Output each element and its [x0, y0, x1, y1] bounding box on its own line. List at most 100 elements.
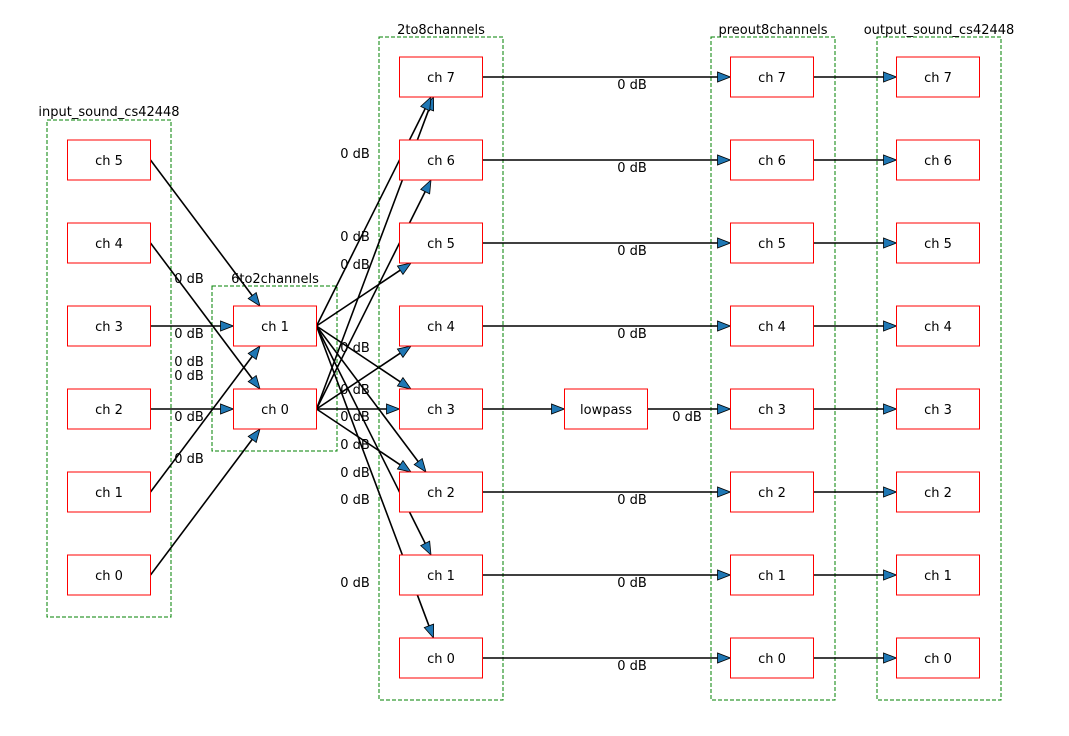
edge-line [316, 325, 401, 383]
node-label: ch 0 [427, 652, 455, 667]
node-box [896, 554, 980, 596]
node-label: ch 6 [427, 154, 455, 169]
node-label: ch 2 [95, 403, 123, 418]
edge-gain-label: 0 dB [340, 576, 370, 591]
node-box [399, 56, 483, 98]
edge-gain-label: 0 dB [340, 258, 370, 273]
node-box [233, 388, 317, 430]
edge-gain-label: 0 dB [174, 355, 204, 370]
edge-gain-label: 0 dB [340, 493, 370, 508]
node-box [896, 56, 980, 98]
node-label: ch 1 [758, 569, 786, 584]
edge-arrowhead [247, 374, 261, 390]
edge-arrowhead [717, 486, 732, 498]
edge-arrowhead [423, 623, 435, 640]
edge-arrowhead [396, 262, 412, 276]
edge-gain-label: 0 dB [340, 341, 370, 356]
edge-arrowhead [413, 457, 427, 473]
node-label: ch 0 [261, 403, 289, 418]
node-in4: ch 4 [67, 222, 151, 264]
edge-arrowhead [386, 403, 401, 415]
edge-arrowhead [220, 403, 235, 415]
edge-gain-label: 0 dB [340, 230, 370, 245]
edge-gain-label: 0 dB [617, 244, 647, 259]
node-box [67, 388, 151, 430]
edge-arrowhead [717, 320, 732, 332]
node-b0: ch 0 [399, 637, 483, 679]
node-p2: ch 2 [730, 471, 814, 513]
node-box [399, 139, 483, 181]
node-label: ch 7 [924, 71, 952, 86]
node-a1: ch 1 [233, 305, 317, 347]
edge-line [149, 242, 253, 380]
edge-arrowhead [717, 71, 732, 83]
edge-arrowhead [247, 428, 261, 444]
edge-gain-label: 0 dB [340, 438, 370, 453]
node-box [730, 471, 814, 513]
node-box [730, 56, 814, 98]
edge-gain-label: 0 dB [174, 369, 204, 384]
edge-arrowhead [247, 291, 261, 307]
node-p1: ch 1 [730, 554, 814, 596]
node-p7: ch 7 [730, 56, 814, 98]
node-box [896, 222, 980, 264]
node-o5: ch 5 [896, 222, 980, 264]
node-box [233, 305, 317, 347]
node-label: ch 6 [758, 154, 786, 169]
edge-gain-label: 0 dB [340, 383, 370, 398]
edge-gain-label: 0 dB [340, 147, 370, 162]
edge-arrowhead [220, 320, 235, 332]
edge-arrowhead [717, 237, 732, 249]
group-title-in: input_sound_cs42448 [38, 105, 179, 120]
node-box [730, 388, 814, 430]
node-label: ch 4 [95, 237, 123, 252]
node-o1: ch 1 [896, 554, 980, 596]
edge-gain-label: 0 dB [340, 466, 370, 481]
edge-gain-label: 0 dB [617, 493, 647, 508]
node-label: ch 0 [758, 652, 786, 667]
edge-arrowhead [717, 652, 732, 664]
edge-arrowhead [883, 320, 898, 332]
group-title-g62: 6to2channels [231, 272, 319, 287]
group-box-in [46, 119, 172, 618]
group-box-out [876, 36, 1002, 701]
node-b4: ch 4 [399, 305, 483, 347]
node-box [730, 139, 814, 181]
node-box [730, 222, 814, 264]
node-box [730, 637, 814, 679]
edge-gain-label: 0 dB [617, 78, 647, 93]
edge-arrowhead [551, 403, 566, 415]
edge-arrowhead [396, 459, 412, 473]
edge-arrowhead [883, 486, 898, 498]
edge-arrowhead [883, 569, 898, 581]
node-p6: ch 6 [730, 139, 814, 181]
node-box [896, 471, 980, 513]
node-box [730, 554, 814, 596]
node-lp: lowpass [564, 388, 648, 430]
node-b1: ch 1 [399, 554, 483, 596]
node-label: ch 6 [924, 154, 952, 169]
node-p5: ch 5 [730, 222, 814, 264]
node-label: ch 3 [758, 403, 786, 418]
node-label: ch 5 [427, 237, 455, 252]
node-label: ch 1 [924, 569, 952, 584]
node-p4: ch 4 [730, 305, 814, 347]
node-box [399, 388, 483, 430]
edge-line [149, 355, 253, 493]
node-label: ch 4 [427, 320, 455, 335]
node-b5: ch 5 [399, 222, 483, 264]
node-label: ch 5 [95, 154, 123, 169]
edge-gain-label: 0 dB [340, 410, 370, 425]
node-label: ch 2 [924, 486, 952, 501]
edge-arrowhead [883, 154, 898, 166]
node-in0: ch 0 [67, 554, 151, 596]
node-label: ch 0 [95, 569, 123, 584]
node-box [399, 637, 483, 679]
node-in1: ch 1 [67, 471, 151, 513]
edge-arrowhead [717, 154, 732, 166]
node-box [896, 388, 980, 430]
node-box [730, 305, 814, 347]
node-a0: ch 0 [233, 388, 317, 430]
node-label: ch 2 [758, 486, 786, 501]
